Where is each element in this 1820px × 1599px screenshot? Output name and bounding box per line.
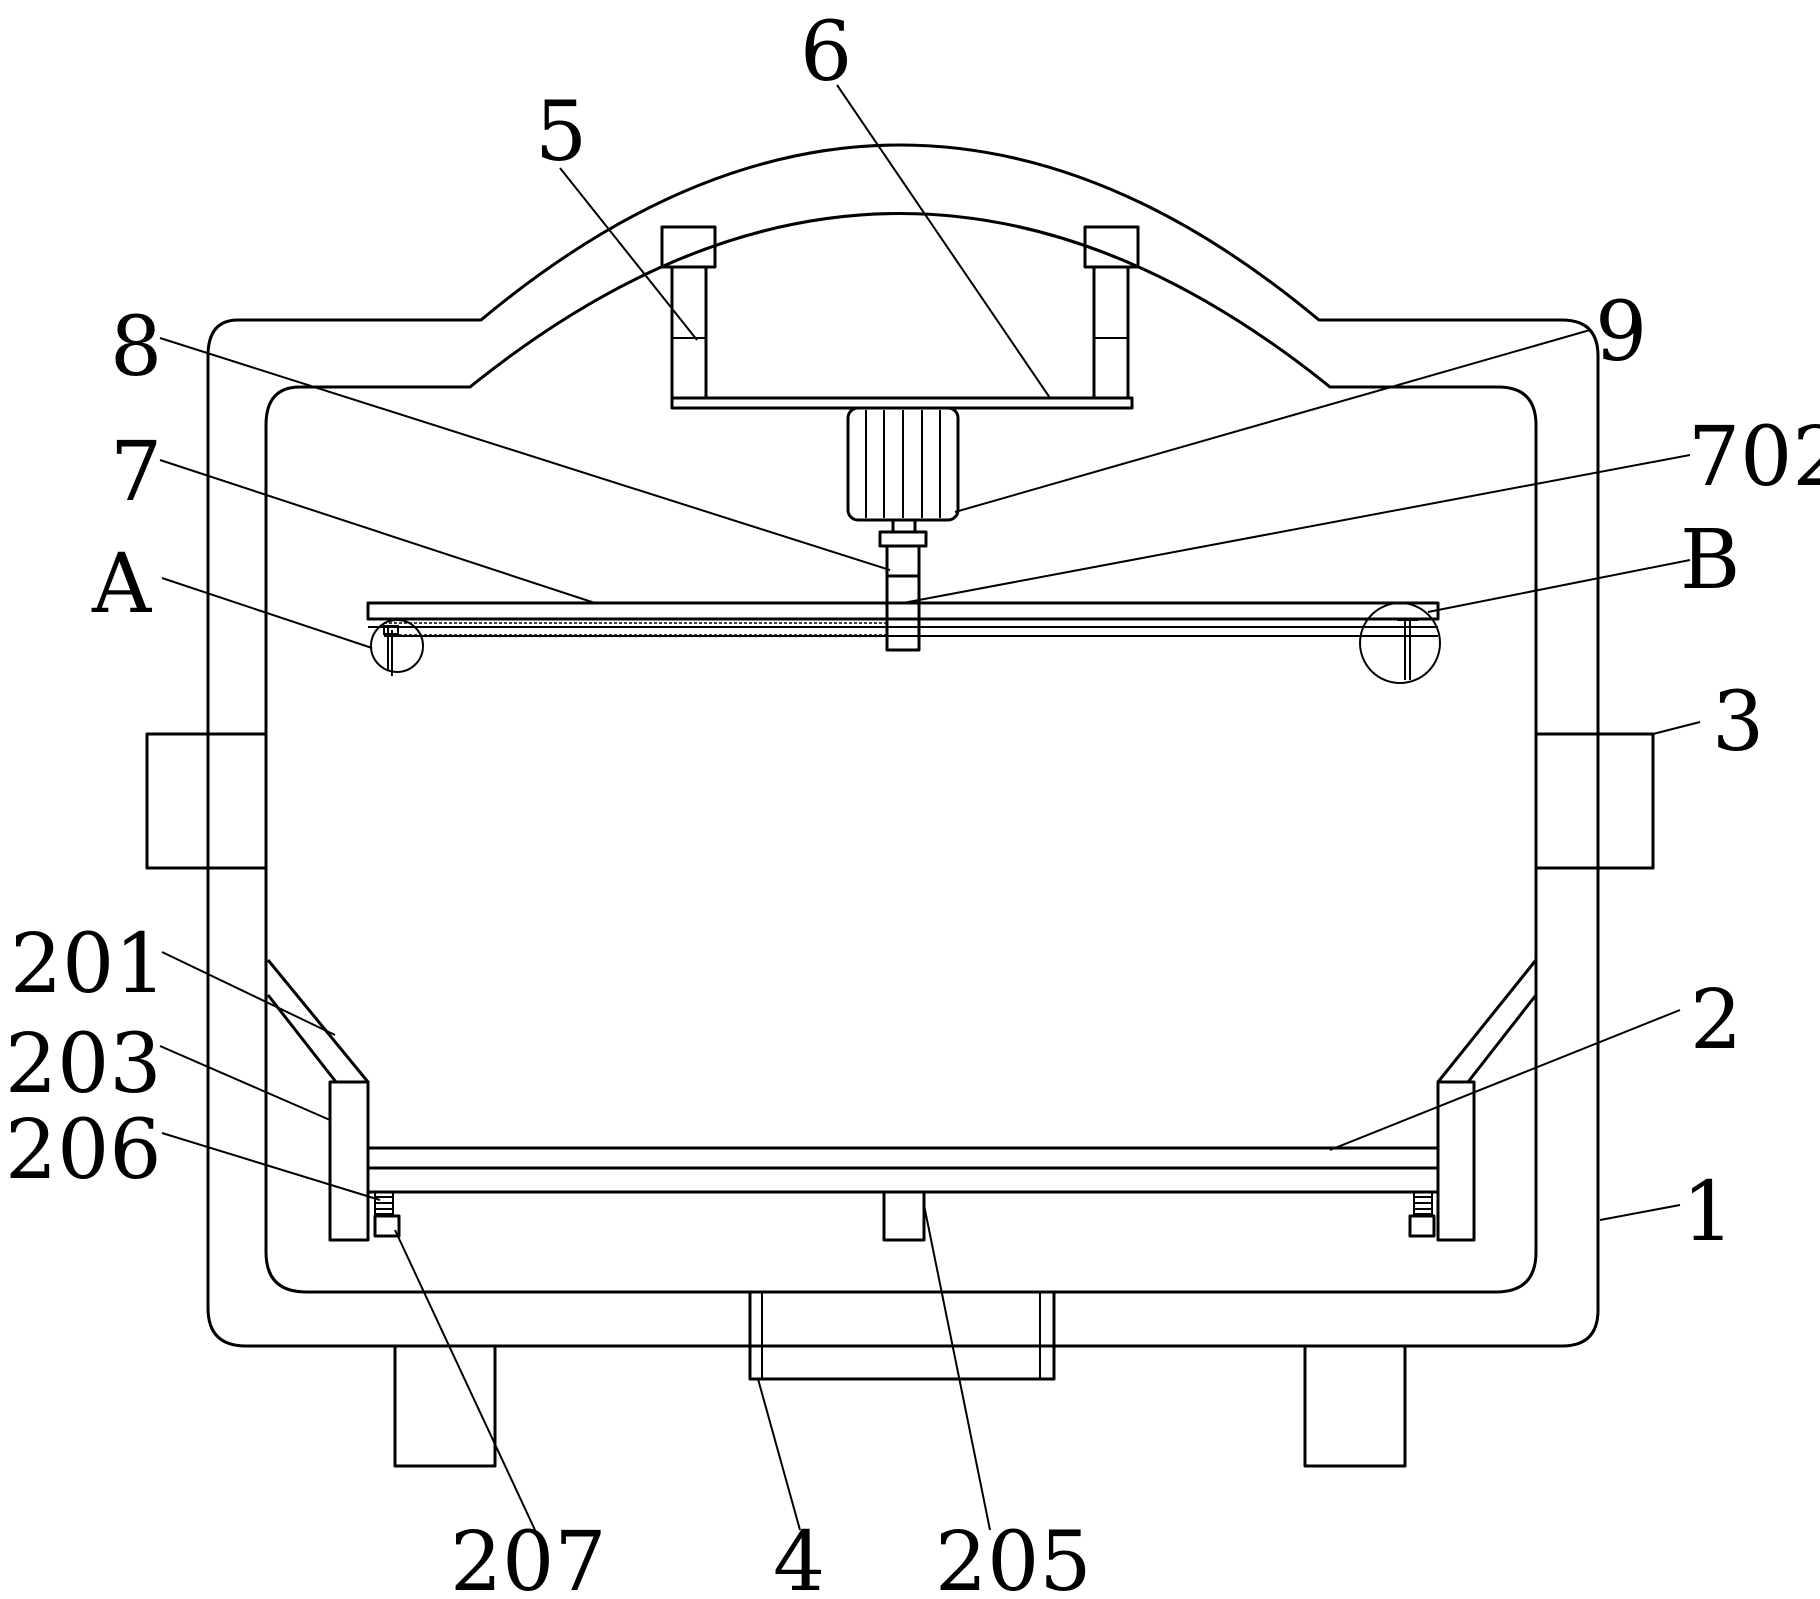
- hopper-walls: [266, 959, 1538, 1240]
- guide-rail: [366, 601, 1441, 684]
- label-6: 6: [800, 5, 852, 100]
- motor-mount: [660, 225, 1140, 410]
- label-201: 201: [10, 917, 167, 1012]
- outer-housing: [206, 143, 1600, 1348]
- leader-lines: [159, 84, 1701, 1531]
- label-A: A: [91, 537, 153, 632]
- label-205: 205: [935, 1515, 1092, 1599]
- label-5: 5: [535, 85, 587, 180]
- label-B: B: [1680, 513, 1740, 608]
- springs: [373, 1191, 1436, 1238]
- label-3: 3: [1712, 675, 1764, 770]
- label-9: 9: [1595, 285, 1647, 380]
- motor: [846, 406, 960, 578]
- support-feet: [393, 1344, 1407, 1468]
- filter-plate: [328, 1080, 1476, 1242]
- label-1: 1: [1682, 1165, 1734, 1260]
- label-702: 702: [1688, 410, 1820, 505]
- label-8: 8: [110, 300, 162, 395]
- label-203: 203: [5, 1017, 162, 1112]
- side-pipes: [145, 732, 1655, 870]
- slider-block: [885, 574, 921, 652]
- label-207: 207: [450, 1515, 607, 1599]
- label-4: 4: [773, 1515, 825, 1599]
- bottom-outlet: [748, 1290, 1056, 1381]
- center-block: [882, 1190, 926, 1242]
- label-2: 2: [1690, 973, 1742, 1068]
- label-206: 206: [5, 1103, 162, 1198]
- label-7: 7: [110, 425, 162, 520]
- labels: 5 6 8 9 7 702 A B 3 201 203 2 206 1 207 …: [5, 5, 1820, 1599]
